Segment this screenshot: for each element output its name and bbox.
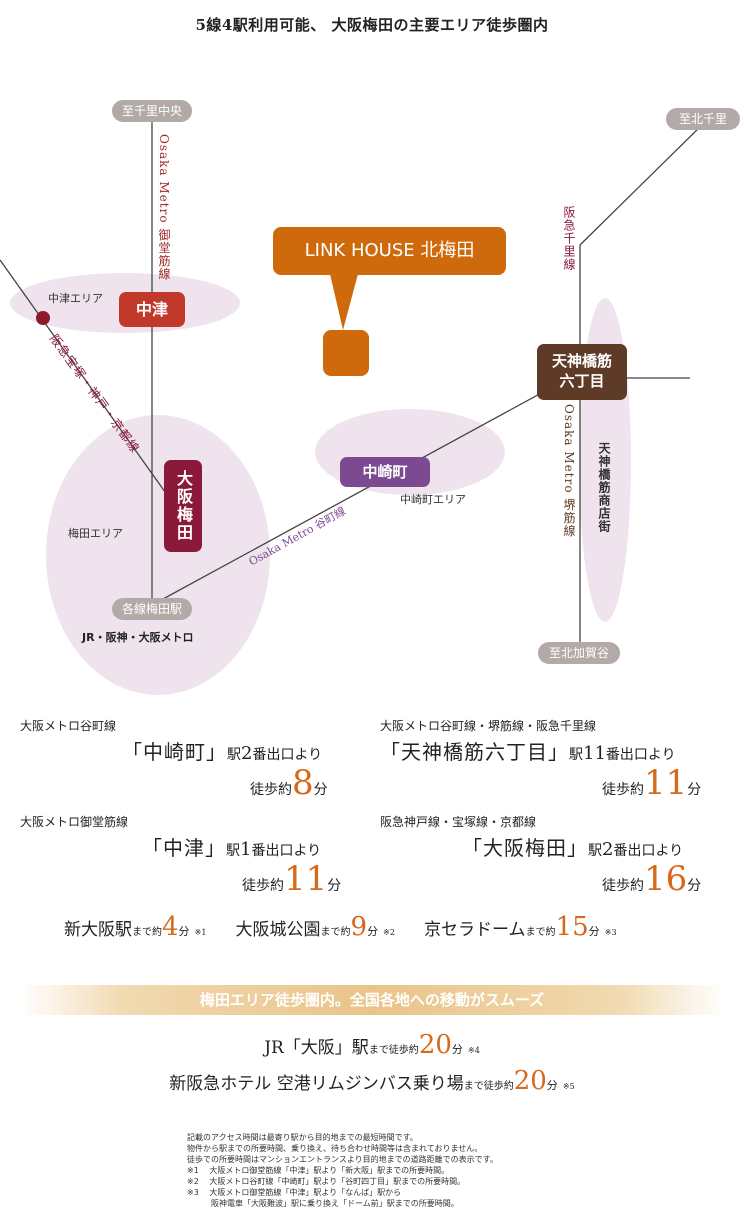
spot-name: 大阪城公園 xyxy=(235,920,321,940)
footnotes: 記載のアクセス時間は最寄り駅から目的地までの最短時間です。 物件から駅までの所要… xyxy=(187,1133,498,1208)
spot-pre: まで約 xyxy=(320,927,351,938)
property-label: LINK HOUSE 北梅田 xyxy=(304,240,475,261)
transport-jr: JR「大阪」駅まで徒歩約20分 ※4 xyxy=(0,1030,744,1060)
nakatsu-area-label: 中津エリア xyxy=(48,292,103,305)
nakazakicho-area-label: 中崎町エリア xyxy=(400,493,466,506)
access-exit-prefix: 駅 xyxy=(227,747,241,763)
spot-minutes: 15 xyxy=(555,912,589,942)
station-osaka-umeda-label: 大阪梅田 xyxy=(174,470,193,542)
tenjinbashi-street-label: 天神橋筋商店街 xyxy=(597,442,611,533)
highlight-band: 梅田エリア徒歩圏内。全国各地への移動がスムーズ xyxy=(20,985,724,1015)
spot-item: 大阪城公園まで約9分 ※2 xyxy=(235,912,395,942)
tanimachi-line xyxy=(151,371,581,606)
access-line: 阪急神戸線・宝塚線・京都線 xyxy=(380,815,537,829)
spot-note: ※3 xyxy=(604,928,617,937)
transport-pre: まで徒歩約 xyxy=(463,1081,514,1092)
umeda-area-label: 梅田エリア xyxy=(68,527,123,540)
page-title: 5線4駅利用可能、 大阪梅田の主要エリア徒歩圏内 xyxy=(195,16,549,34)
transport-minutes: 20 xyxy=(418,1030,452,1060)
access-line: 大阪メトロ谷町線 xyxy=(20,719,117,733)
access-station: 「天神橋筋六丁目」 xyxy=(380,740,569,764)
spot-item: 新大阪駅まで約4分 ※1 xyxy=(64,912,207,942)
access-nakazakicho: 大阪メトロ谷町線 「中崎町」駅2番出口より 徒歩約8分 xyxy=(20,717,350,803)
access-unit: 分 xyxy=(327,878,342,894)
dest-senri-chuo: 至千里中央 xyxy=(112,100,192,122)
station-nakazakicho: 中崎町 xyxy=(340,457,430,487)
spot-name: 京セラドーム xyxy=(424,920,526,940)
access-exit-num: 2 xyxy=(602,839,614,860)
transport-minutes: 20 xyxy=(513,1066,547,1096)
access-walk-label: 徒歩約 xyxy=(602,878,644,894)
access-exit-prefix: 駅 xyxy=(588,843,602,859)
access-exit-suffix: 番出口より xyxy=(251,843,322,859)
spot-minutes: 9 xyxy=(350,912,368,942)
access-exit-suffix: 番出口より xyxy=(252,747,323,763)
access-minutes: 16 xyxy=(644,859,688,899)
transport-name: 新阪急ホテル 空港リムジンバス乗り場 xyxy=(169,1074,464,1094)
spot-item: 京セラドームまで約15分 ※3 xyxy=(424,912,617,942)
access-exit-num: 11 xyxy=(583,743,606,764)
access-line: 大阪メトロ御堂筋線 xyxy=(20,815,129,829)
hankyu-kobe-line xyxy=(0,259,186,521)
access-minutes: 11 xyxy=(284,859,328,899)
access-exit-num: 1 xyxy=(240,839,252,860)
sakaisuji-label: Osaka Metro 堺筋線 xyxy=(562,404,576,538)
dest-kita-senri: 至北千里 xyxy=(666,108,740,130)
access-unit: 分 xyxy=(687,878,702,894)
spots-row: 新大阪駅まで約4分 ※1 大阪城公園まで約9分 ※2 京セラドームまで約15分 … xyxy=(64,912,734,942)
access-exit-suffix: 番出口より xyxy=(613,843,684,859)
station-osaka-umeda: 大阪梅田 xyxy=(164,460,202,552)
access-walk-label: 徒歩約 xyxy=(250,782,292,798)
access-exit-prefix: 駅 xyxy=(226,843,240,859)
station-tenjinbashi-line2: 六丁目 xyxy=(559,372,605,390)
property-callout-tail xyxy=(330,274,358,330)
access-osaka-umeda: 阪急神戸線・宝塚線・京都線 「大阪梅田」駅2番出口より 徒歩約16分 xyxy=(380,813,730,899)
spot-unit: 分 xyxy=(588,925,600,938)
access-station: 「中崎町」 xyxy=(122,740,227,764)
transport-unit: 分 xyxy=(546,1079,558,1092)
access-minutes: 8 xyxy=(292,763,314,803)
spot-note: ※1 xyxy=(194,928,207,937)
spot-unit: 分 xyxy=(178,925,190,938)
transport-pre: まで徒歩約 xyxy=(368,1045,419,1056)
access-tenjinbashi: 大阪メトロ谷町線・堺筋線・阪急千里線 「天神橋筋六丁目」駅11番出口より 徒歩約… xyxy=(380,717,730,803)
hankyu-senri-line xyxy=(579,121,706,246)
property-marker xyxy=(323,330,369,376)
transport-limousine: 新阪急ホテル 空港リムジンバス乗り場まで徒歩約20分 ※5 xyxy=(0,1066,744,1096)
access-minutes: 11 xyxy=(644,763,688,803)
spot-pre: まで約 xyxy=(132,927,162,938)
station-tenjinbashi: 天神橋筋 六丁目 xyxy=(537,344,627,400)
access-unit: 分 xyxy=(313,782,328,798)
property-callout-box xyxy=(273,227,506,275)
hankyu-senri-label: 阪急千里線 xyxy=(562,206,576,271)
transport-note: ※5 xyxy=(562,1082,575,1091)
spot-name: 新大阪駅 xyxy=(64,920,132,940)
transport-name: JR「大阪」駅 xyxy=(264,1038,369,1058)
spot-note: ※2 xyxy=(383,928,395,937)
access-walk-label: 徒歩約 xyxy=(242,878,284,894)
access-station: 「大阪梅田」 xyxy=(462,836,588,860)
junction-dot xyxy=(36,311,50,325)
access-exit-num: 2 xyxy=(241,743,253,764)
access-unit: 分 xyxy=(687,782,702,798)
access-line: 大阪メトロ谷町線・堺筋線・阪急千里線 xyxy=(380,719,597,733)
dest-kakusen-umeda: 各線梅田駅 xyxy=(112,598,192,620)
access-exit-suffix: 番出口より xyxy=(605,747,676,763)
station-nakatsu: 中津 xyxy=(119,292,185,327)
midosuji-label: Osaka Metro 御堂筋線 xyxy=(157,134,171,281)
access-station: 「中津」 xyxy=(142,836,226,860)
transport-unit: 分 xyxy=(451,1043,463,1056)
access-nakatsu: 大阪メトロ御堂筋線 「中津」駅1番出口より 徒歩約11分 xyxy=(20,813,350,899)
access-walk-label: 徒歩約 xyxy=(602,782,644,798)
transport-note: ※4 xyxy=(468,1046,480,1055)
operators-note: JR・阪神・大阪メトロ xyxy=(82,631,194,644)
spot-minutes: 4 xyxy=(162,912,179,942)
spot-pre: まで約 xyxy=(525,927,556,938)
route-map xyxy=(0,120,706,695)
umeda-area-blob xyxy=(46,415,270,695)
dest-kita-kagaya: 至北加賀谷 xyxy=(538,642,620,664)
access-exit-prefix: 駅 xyxy=(569,747,583,763)
station-tenjinbashi-line1: 天神橋筋 xyxy=(551,352,612,370)
spot-unit: 分 xyxy=(367,925,379,938)
